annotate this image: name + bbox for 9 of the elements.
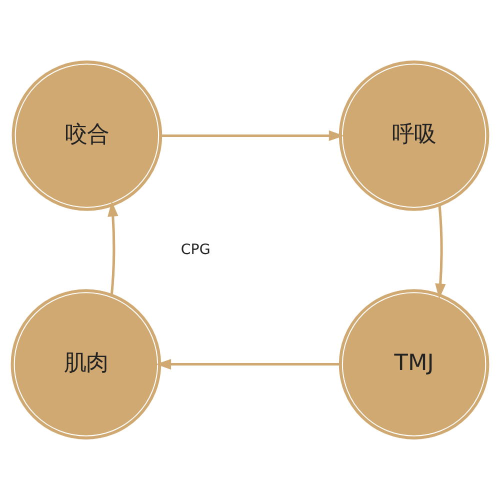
- arrow: [435, 204, 446, 299]
- arrow: [108, 201, 118, 296]
- arrow: [160, 130, 344, 142]
- node-circle: TMJ: [338, 289, 490, 440]
- node-circle: 呼吸: [338, 60, 490, 211]
- arrow: [156, 358, 340, 370]
- node-circle: 肌肉: [10, 289, 162, 440]
- label: CPG: [180, 242, 210, 258]
- node-circle: 咬合: [12, 60, 162, 211]
